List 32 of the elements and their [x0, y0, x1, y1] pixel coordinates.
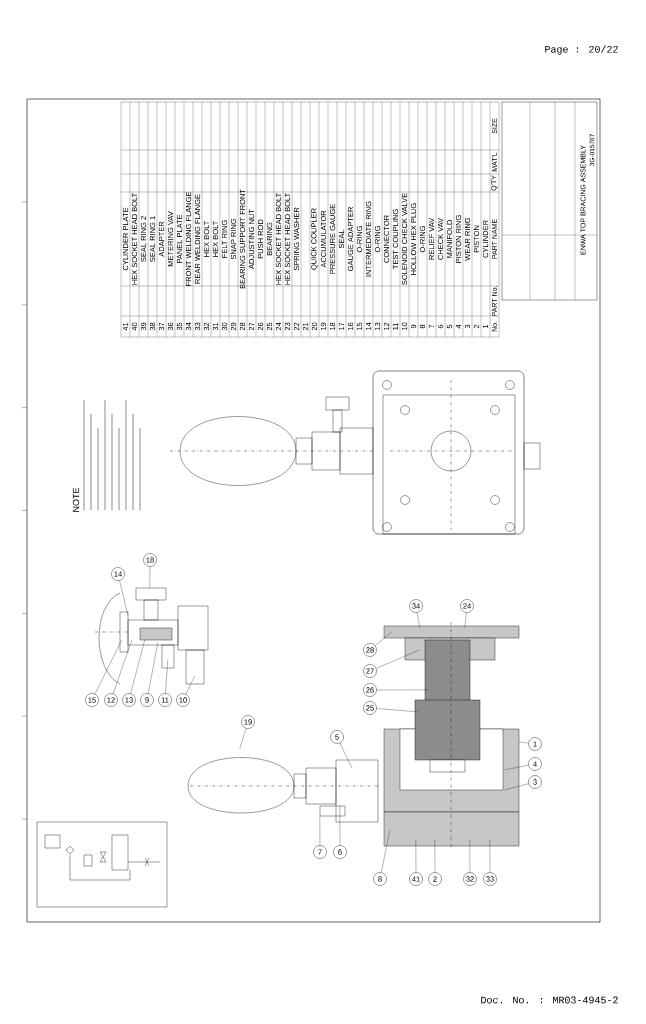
leader-line: [94, 639, 122, 695]
page-number: Page : 20/22: [545, 45, 618, 55]
leader-line: [113, 639, 132, 694]
leader-line: [434, 839, 436, 873]
cross-section-drawing: [383, 621, 520, 850]
leader-line: [504, 765, 529, 770]
leader-line: [375, 631, 392, 646]
leader-line: [518, 741, 529, 744]
leader-line: [504, 783, 529, 790]
valve-detail-drawing: [94, 587, 209, 685]
leader-line: [119, 580, 128, 615]
leader-line: [381, 829, 390, 873]
leader-line: [185, 675, 195, 695]
leader-line: [417, 612, 420, 628]
leader-line: [464, 612, 467, 628]
leader-line: [415, 839, 417, 873]
leader-line: [239, 728, 247, 749]
leader-line: [469, 839, 471, 873]
leader-line: [149, 566, 151, 588]
leader-line: [376, 708, 418, 712]
leader-line: [339, 805, 341, 846]
accumulator-drawing: [187, 757, 379, 823]
leader-line: [319, 815, 321, 846]
leader-line: [339, 742, 352, 768]
leader-line: [489, 839, 491, 873]
leader-line: [148, 642, 158, 694]
leader-line: [376, 689, 428, 691]
leader-line: [165, 659, 168, 694]
leader-line: [376, 649, 420, 669]
leader-line: [130, 639, 145, 694]
note-heading: NOTE: [72, 487, 80, 512]
document-number: Doc. No. : MR03-4945-2: [481, 996, 618, 1004]
